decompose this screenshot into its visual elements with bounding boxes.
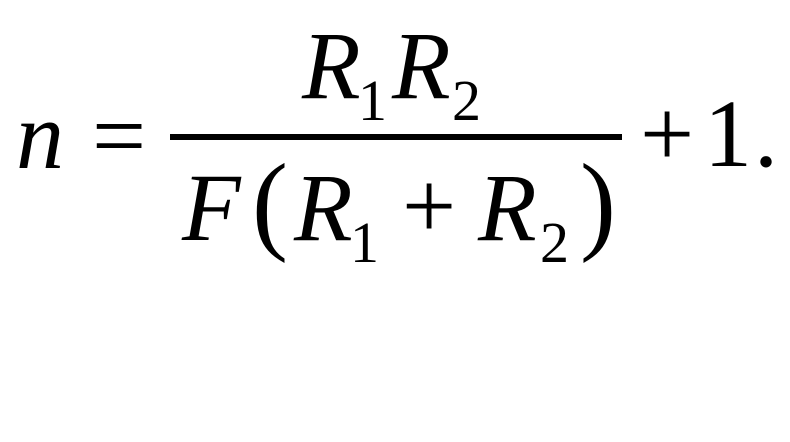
numerator-r1: R xyxy=(302,12,361,119)
suffix-one: 1 xyxy=(704,80,752,187)
denominator-f: F xyxy=(182,154,241,261)
suffix-period: . xyxy=(754,80,778,187)
equals-sign: = xyxy=(92,82,147,189)
suffix-plus: + xyxy=(640,80,695,187)
denominator-r1-subscript: 1 xyxy=(350,210,379,275)
numerator-r2: R xyxy=(392,12,451,119)
denominator-open-paren: ( xyxy=(252,142,288,265)
denominator-r1: R xyxy=(294,154,353,261)
numerator-r2-subscript: 2 xyxy=(452,68,481,133)
denominator-r2-subscript: 2 xyxy=(540,210,569,275)
variable-n: n xyxy=(16,82,64,189)
denominator-close-paren: ) xyxy=(580,142,616,265)
fraction-bar xyxy=(170,134,622,140)
numerator-r1-subscript: 1 xyxy=(358,68,387,133)
denominator-r2: R xyxy=(478,154,537,261)
denominator-plus: + xyxy=(402,152,457,259)
